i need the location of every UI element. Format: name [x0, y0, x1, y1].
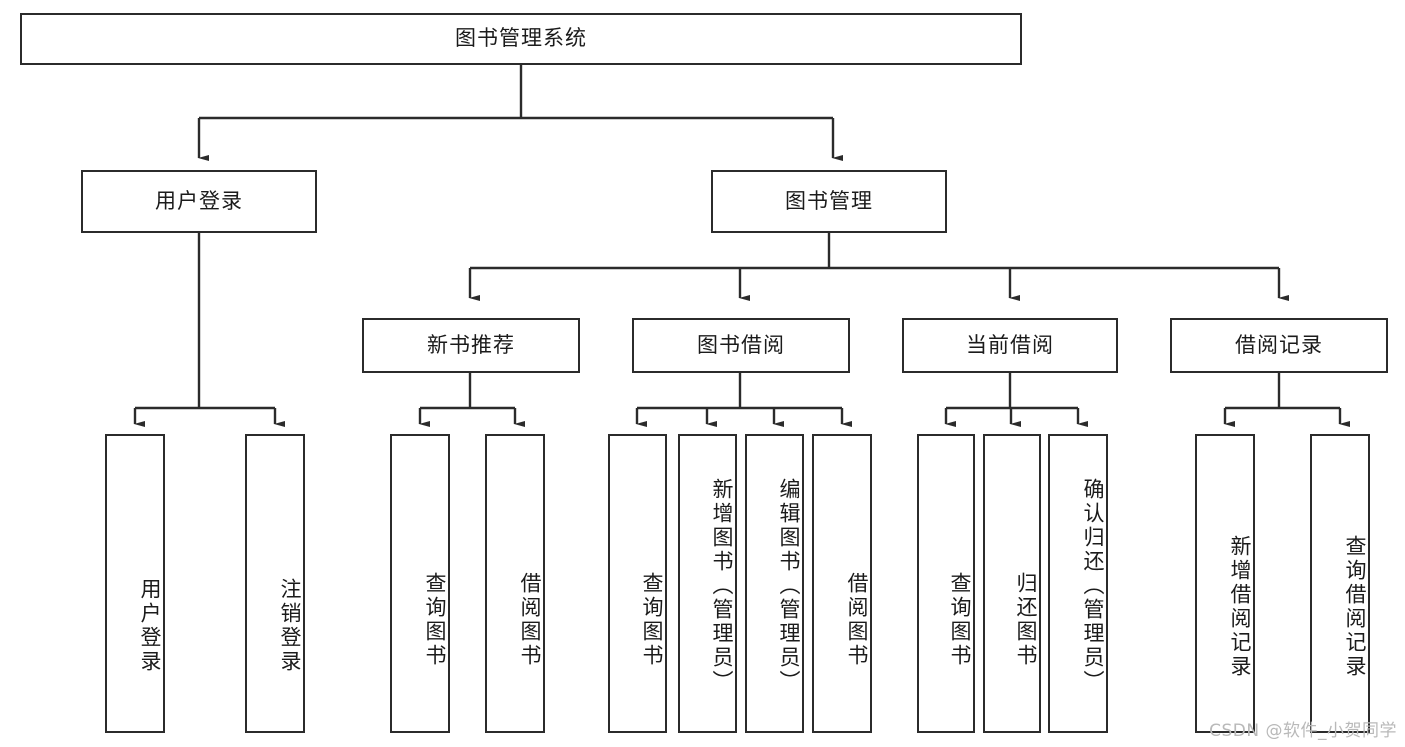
node-root-system[interactable]: 图书管理系统	[20, 13, 1022, 65]
leaf-record-query-record[interactable]: 查询借阅记录	[1310, 434, 1370, 733]
node-label: 借阅记录	[1235, 332, 1323, 357]
node-label: 借阅图书	[845, 571, 869, 668]
leaf-current-return-book[interactable]: 归还图书	[983, 434, 1041, 733]
leaf-user-login-signout[interactable]: 注销登录	[245, 434, 305, 733]
node-label: 新增图书（管理员）	[710, 477, 734, 694]
node-user-login[interactable]: 用户登录	[81, 170, 317, 233]
node-label: 借阅图书	[518, 571, 542, 668]
node-label: 编辑图书（管理员）	[777, 477, 801, 694]
leaf-borrow-query-book[interactable]: 查询图书	[608, 434, 667, 733]
node-label: 图书借阅	[697, 332, 785, 357]
node-label: 新书推荐	[427, 332, 515, 357]
leaf-user-login-signin[interactable]: 用户登录	[105, 434, 165, 733]
node-label: 图书管理系统	[455, 26, 587, 51]
node-label: 查询图书	[948, 571, 972, 668]
node-label: 查询图书	[640, 571, 664, 668]
node-new-book-recommend[interactable]: 新书推荐	[362, 318, 580, 373]
node-label: 用户登录	[155, 188, 243, 213]
leaf-borrow-edit-book-admin[interactable]: 编辑图书（管理员）	[745, 434, 804, 733]
leaf-new-book-borrow[interactable]: 借阅图书	[485, 434, 545, 733]
leaf-current-query-book[interactable]: 查询图书	[917, 434, 975, 733]
node-label: 归还图书	[1014, 571, 1038, 668]
node-book-management[interactable]: 图书管理	[711, 170, 947, 233]
leaf-current-confirm-return-admin[interactable]: 确认归还（管理员）	[1048, 434, 1108, 733]
leaf-new-book-query[interactable]: 查询图书	[390, 434, 450, 733]
node-borrow-record[interactable]: 借阅记录	[1170, 318, 1388, 373]
leaf-borrow-borrow-book[interactable]: 借阅图书	[812, 434, 872, 733]
node-current-borrow[interactable]: 当前借阅	[902, 318, 1118, 373]
csdn-watermark: CSDN @软件_小贺同学	[1209, 721, 1397, 741]
leaf-borrow-add-book-admin[interactable]: 新增图书（管理员）	[678, 434, 737, 733]
node-label: 新增借阅记录	[1228, 534, 1252, 679]
node-label: 用户登录	[138, 577, 162, 674]
node-label: 图书管理	[785, 188, 873, 213]
node-label: 查询借阅记录	[1343, 534, 1367, 679]
node-label: 当前借阅	[966, 332, 1054, 357]
node-label: 注销登录	[278, 577, 302, 674]
node-label: 查询图书	[423, 571, 447, 668]
node-book-borrow[interactable]: 图书借阅	[632, 318, 850, 373]
node-label: 确认归还（管理员）	[1081, 477, 1105, 694]
leaf-record-add-record[interactable]: 新增借阅记录	[1195, 434, 1255, 733]
